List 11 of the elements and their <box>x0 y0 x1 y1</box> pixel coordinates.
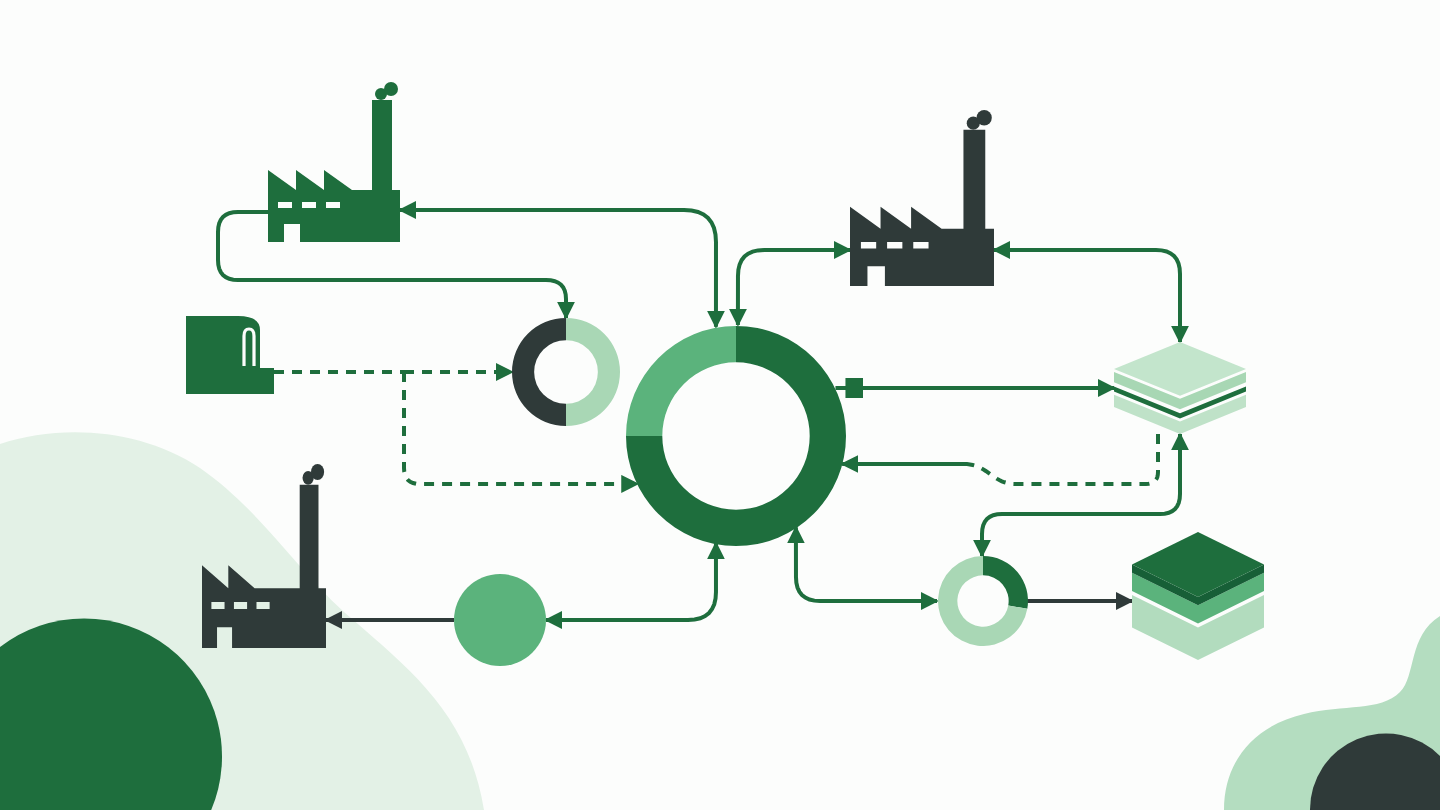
double-arrow <box>398 201 725 329</box>
dashed-arrow <box>404 363 514 381</box>
arrow <box>835 378 1116 398</box>
arrow <box>1027 592 1134 610</box>
double-arrow <box>728 241 852 327</box>
double-arrow <box>992 241 1189 344</box>
double-arrow <box>544 541 725 629</box>
double-arrow <box>786 525 939 610</box>
arrow <box>324 611 454 629</box>
double-arrow <box>973 432 1189 558</box>
dashed-arrow <box>840 434 1160 486</box>
